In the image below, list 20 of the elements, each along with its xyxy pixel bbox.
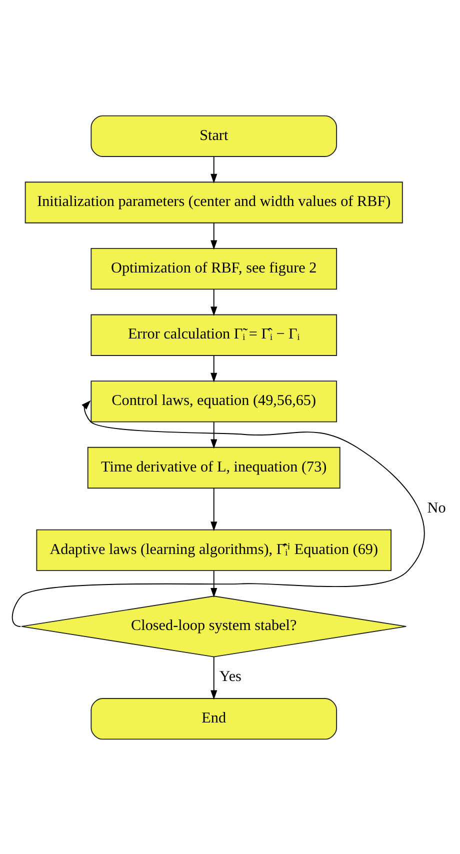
node-box: End	[90, 698, 338, 740]
node-box: Time derivative of L, inequation (73)	[87, 446, 340, 488]
arrow	[210, 354, 218, 382]
arrow	[210, 288, 218, 316]
edge-label: No	[427, 499, 446, 516]
node-box: Optimization of RBF, see figure 2	[90, 247, 338, 290]
node-box: Error calculation Γ̃ᵢ = Γ̂ᵢ − Γᵢ	[90, 314, 338, 356]
node-box: Control laws, equation (49,56,65)	[90, 380, 338, 422]
node-box: Initialization parameters (center and width values of RBF)	[24, 181, 403, 223]
arrow	[210, 570, 218, 597]
edge-label: Yes	[219, 668, 242, 685]
arrow	[210, 222, 218, 250]
arrow	[210, 656, 218, 700]
node-box: Start	[90, 114, 338, 156]
arrow	[210, 421, 218, 448]
arrow	[12, 400, 425, 626]
node-box: Adaptive laws (learning algorithms), Γ̂̇ᵢⁱ Equation (69)	[36, 528, 392, 571]
arrow	[210, 156, 218, 183]
node-diamond: Closed-loop system stabel?	[21, 595, 407, 657]
arrow	[210, 487, 218, 531]
